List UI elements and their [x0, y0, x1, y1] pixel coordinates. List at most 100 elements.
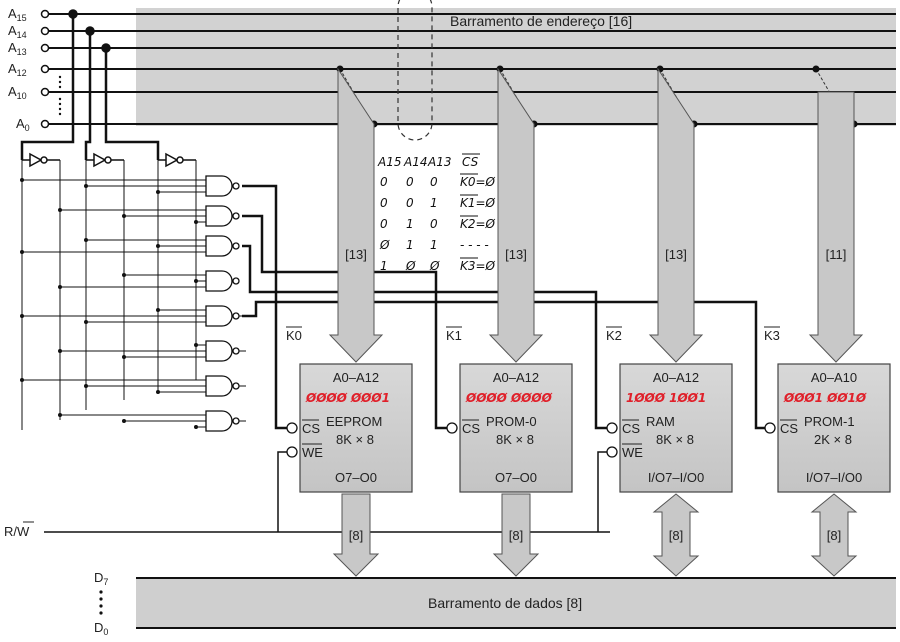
truth-cell: Ø	[405, 259, 416, 273]
chip-size: 8K × 8	[336, 432, 374, 447]
select-label-k3: K3	[764, 328, 780, 343]
label-d7: D7	[94, 570, 108, 587]
label-a0: A0	[16, 116, 30, 133]
data-arrow	[492, 493, 540, 577]
chip-address-code: ØØØØ ØØØØ	[465, 391, 553, 405]
chip-name: PROM-1	[804, 414, 855, 429]
chip-name: RAM	[646, 414, 675, 429]
address-arrows: [13] [13] [13] [11]	[328, 65, 864, 363]
select-label-k2: K2	[606, 328, 622, 343]
chip-size: 2K × 8	[814, 432, 852, 447]
we-pin-label: WE	[622, 445, 643, 460]
address-arrow-1: [13]	[488, 65, 544, 363]
cs-pin-label: CS	[302, 421, 320, 436]
select-label-k0: K0	[286, 328, 302, 343]
chip-address-code: 1ØØØ 1ØØ1	[626, 391, 706, 405]
truth-cell: - - - -	[460, 238, 489, 252]
truth-cell: 1	[430, 196, 438, 210]
rw-label: R/W	[4, 524, 30, 539]
label-a12: A12	[8, 61, 27, 78]
address-arrow-2: [13]	[648, 65, 704, 363]
chip-name: EEPROM	[326, 414, 382, 429]
truth-cell: 1	[430, 238, 438, 252]
data-width-label: [8]	[669, 528, 683, 543]
bus-width-label-0: [13]	[345, 247, 367, 262]
label-a10: A10	[8, 84, 27, 101]
label-a13: A13	[8, 40, 27, 57]
bus-width-label-3: [11]	[826, 247, 847, 262]
chip-address-code: ØØØ1 ØØ1Ø	[783, 391, 867, 405]
chip-size: 8K × 8	[656, 432, 694, 447]
nand-gate-2	[20, 235, 240, 257]
nand-gate-4	[20, 305, 246, 327]
nand-gate-1	[58, 205, 240, 227]
truth-cell: 0	[430, 217, 438, 231]
truth-cell: 1	[406, 238, 414, 252]
select-label-k1: K1	[446, 328, 462, 343]
data-bus: Barramento de dados [8] D7 D0	[94, 570, 896, 637]
bus-highlight-oval	[397, 0, 433, 141]
decoder-address-taps	[20, 9, 160, 160]
data-width-label: [8]	[509, 528, 523, 543]
cs-pin-label: CS	[622, 421, 640, 436]
data-bus-label: Barramento de dados [8]	[428, 595, 582, 611]
data-width-label: [8]	[349, 528, 363, 543]
data-width-label: [8]	[827, 528, 841, 543]
truth-cell: 0	[430, 175, 438, 189]
truth-cell: Ø	[379, 238, 390, 252]
chip-name: PROM-0	[486, 414, 537, 429]
chip-size: 8K × 8	[496, 432, 534, 447]
truth-cell: K2=Ø	[460, 217, 496, 231]
truth-cell: 0	[406, 175, 414, 189]
nand-gate-6	[20, 375, 246, 397]
truth-cell: 1	[380, 259, 388, 273]
truth-header-1: A14	[403, 155, 427, 169]
truth-header-0: A15	[377, 155, 401, 169]
truth-cell: 0	[406, 196, 414, 210]
cs-pin-label: CS	[780, 421, 798, 436]
data-arrow	[652, 493, 700, 577]
address-labels: A15 A14 A13 A12 A10 A0	[8, 6, 30, 133]
bus-width-label-1: [13]	[505, 247, 527, 262]
truth-cell: K3=Ø	[460, 259, 496, 273]
address-bus-label: Barramento de endereço [16]	[450, 13, 632, 29]
truth-cell: 0	[380, 196, 388, 210]
decoder-wiring	[21, 160, 197, 430]
chip-output-pins: I/O7–I/O0	[648, 470, 704, 485]
cs-pin-label: CS	[462, 421, 480, 436]
bus-width-label-2: [13]	[665, 247, 687, 262]
truth-cell: 0	[380, 217, 388, 231]
truth-cell: 1	[406, 217, 414, 231]
label-a14: A14	[8, 23, 27, 40]
data-arrow	[810, 493, 858, 577]
nand-gate-0	[20, 175, 240, 197]
truth-cell: K1=Ø	[460, 196, 496, 210]
chip-address-range: A0–A12	[493, 370, 539, 385]
truth-header-2: A13	[427, 155, 451, 169]
truth-cell: 0	[380, 175, 388, 189]
address-arrow-0: [13]	[328, 65, 384, 363]
chip-output-pins: O7–O0	[495, 470, 537, 485]
label-a15: A15	[8, 6, 27, 23]
address-arrow-3: [11]	[808, 65, 864, 363]
truth-cell: K0=Ø	[460, 175, 496, 189]
chip-output-pins: I/O7–I/O0	[806, 470, 862, 485]
chip-address-range: A0–A10	[811, 370, 857, 385]
chip-address-range: A0–A12	[333, 370, 379, 385]
chip-address-code: ØØØØ ØØØ1	[305, 391, 390, 405]
inverters	[22, 152, 196, 168]
label-d0: D0	[94, 620, 108, 637]
nand-gate-array	[20, 175, 246, 432]
nand-gate-5	[58, 340, 246, 362]
address-bus: Barramento de endereço [16]	[40, 0, 896, 141]
truth-header-3: CS	[462, 155, 479, 169]
nand-gate-3	[58, 270, 240, 292]
truth-cell: Ø	[429, 259, 440, 273]
